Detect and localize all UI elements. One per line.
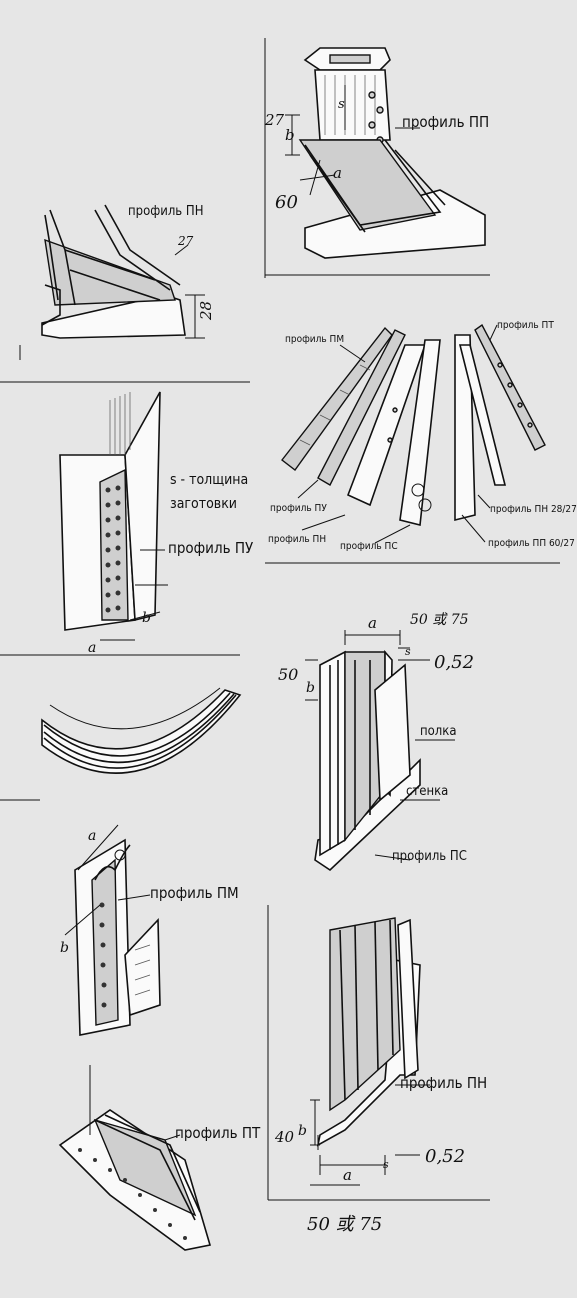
fan-ps-label: профиль ПС: [340, 541, 398, 552]
pm-b: b: [60, 940, 69, 956]
pt-profile-drawing: [58, 1065, 212, 1251]
separator-lines: [0, 38, 560, 1201]
pm-profile-labels: a b профиль ПМ: [60, 828, 239, 956]
ps-polka: полка: [420, 724, 457, 739]
fan-pu-label: профиль ПУ: [270, 503, 327, 514]
pm-label: профиль ПМ: [150, 884, 239, 902]
dim-b-top: b: [285, 126, 295, 144]
dim-s-top: s: [338, 97, 345, 112]
fan-pm-label: профиль ПМ: [285, 334, 344, 345]
ps-a: a: [368, 614, 377, 632]
ps-50-75: 50 或 75: [410, 612, 469, 628]
pn-a: a: [343, 1166, 352, 1184]
pn-profile-drawing: [310, 917, 430, 1186]
pn-channel-drawing: [41, 204, 205, 339]
pt-profile-labels: профиль ПТ: [175, 1124, 261, 1142]
pn-b: b: [298, 1123, 307, 1139]
dim-60: 60: [275, 192, 298, 213]
dim-27-pn: 27: [177, 234, 194, 248]
pu-corner-labels: s - толщина заготовки профиль ПУ b a: [88, 472, 253, 656]
s-note-line1: s - толщина: [170, 472, 248, 488]
pn-052: 0,52: [425, 1146, 465, 1167]
pm-profile-drawing: [64, 824, 161, 1036]
profile-fan-drawing: [281, 323, 546, 544]
pn-s: s: [383, 1158, 389, 1171]
s-note-line2: заготовки: [170, 496, 237, 512]
pu-a: a: [88, 640, 96, 656]
pn-profile-labels: профиль ПН 40 b a s 0,52 50 或 75: [274, 1074, 487, 1235]
pn-label: профиль ПН: [400, 1074, 487, 1092]
ps-s: s: [405, 645, 411, 658]
pn-40: 40: [274, 1128, 295, 1146]
dim-a-top: a: [333, 164, 342, 182]
pn-channel-labels: профиль ПН 27 28: [128, 204, 215, 321]
ps-052: 0,52: [434, 652, 474, 673]
fan-pp6027-label: профиль ПП 60/27: [488, 538, 575, 549]
dim-28: 28: [197, 301, 215, 321]
pp-top-label: профиль ПП: [402, 113, 489, 131]
ps-profile-labels: a 50 或 75 50 b s 0,52 полка стенка профи…: [278, 612, 474, 864]
profile-fan-labels: профиль ПМ профиль ПТ профиль ПУ профиль…: [268, 320, 577, 552]
pn-topleft-label: профиль ПН: [128, 204, 204, 219]
fan-pn-label: профиль ПН: [268, 534, 326, 545]
pu-corner-drawing: [59, 391, 168, 641]
pt-label: профиль ПТ: [175, 1124, 261, 1142]
ps-profile-drawing: [305, 630, 455, 872]
pu-b: b: [142, 610, 151, 626]
pp-labels: 27 b s a 60 профиль ПП: [264, 97, 489, 213]
dim-27-top: 27: [264, 111, 285, 129]
ps-50: 50: [278, 665, 298, 684]
fan-pt-label: профиль ПТ: [497, 320, 554, 331]
ps-b: b: [306, 680, 315, 696]
ps-stenka: стенка: [406, 784, 448, 799]
curved-profile-drawing: [41, 687, 242, 774]
pu-label: профиль ПУ: [168, 539, 253, 557]
fan-pn2827-label: профиль ПН 28/27: [490, 504, 577, 515]
pp-profile-drawing: [285, 47, 486, 259]
pn-50-75: 50 或 75: [307, 1214, 382, 1235]
pm-a: a: [88, 828, 96, 844]
ps-label: профиль ПС: [392, 849, 467, 864]
